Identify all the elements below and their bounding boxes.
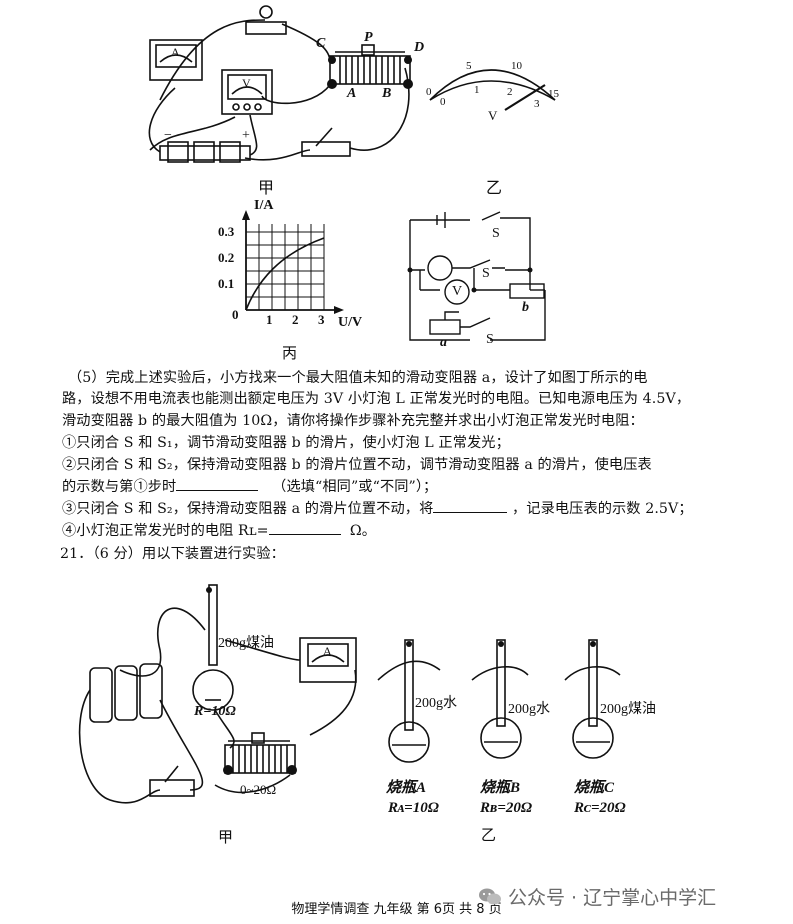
- q20-5-line2: 路，设想不用电流表也能测出额定电压为 3V 小灯泡 L 正常发光时的电阻。已知电…: [62, 391, 691, 407]
- graph-origin: 0: [232, 307, 239, 322]
- graph-ytick-0-3: 0.3: [218, 224, 235, 239]
- battery-plus: +: [242, 128, 250, 143]
- rheostat-b: B: [382, 86, 392, 101]
- graph-xtick-1: 1: [266, 312, 273, 327]
- fig-yi-caption-top: 乙: [486, 180, 503, 197]
- graph-ytick-0-2: 0.2: [218, 250, 235, 265]
- fig-jia-caption-bottom: 甲: [218, 830, 234, 846]
- graph-xtick-2: 2: [292, 312, 299, 327]
- ding-s-bot: S: [486, 332, 494, 347]
- q20-5-step2b-pre: 的示数与第①步时: [62, 479, 177, 495]
- dial-top-0: 0: [426, 86, 432, 98]
- flask-b-liquid: 200g水: [508, 702, 550, 717]
- page-footer: 物理学情调查 九年级 第 6页 共 8 页: [291, 902, 502, 917]
- ding-s-mid: S: [482, 266, 490, 281]
- dial-bot-3: 3: [534, 98, 540, 110]
- graph-xtick-3: 3: [318, 312, 325, 327]
- rheostat-p: P: [364, 30, 373, 45]
- dial-top-10: 10: [511, 60, 522, 72]
- graph-ylabel: I/A: [254, 198, 274, 213]
- q20-5-step3: ③只闭合 S 和 S₂，保持滑动变阻器 a 的滑片位置不动，将 ，记录电压表的示…: [62, 499, 752, 521]
- q20-5-line1: （5）完成上述实验后，小方找来一个最大阻值未知的滑动变阻器 a，设计了如图丁所示…: [68, 370, 648, 386]
- rheostat-d: D: [414, 40, 425, 55]
- flask-c-resistance: Rᴄ=20Ω: [574, 800, 626, 816]
- dial-top-15: 15: [548, 88, 559, 100]
- flask-a-name: 烧瓶A: [386, 780, 427, 796]
- graph-ytick-0-1: 0.1: [218, 276, 235, 291]
- dial-bot-2: 2: [507, 86, 513, 98]
- fig-bing-caption: 丙: [282, 346, 298, 362]
- flask-a-resistance: Rᴀ=10Ω: [388, 800, 439, 816]
- flask-b-name: 烧瓶B: [480, 780, 521, 796]
- flask-c-name: 烧瓶C: [574, 780, 615, 796]
- flask-c-liquid: 200g煤油: [600, 702, 656, 717]
- q20-5-step3-pre: ③只闭合 S 和 S₂，保持滑动变阻器 a 的滑片位置不动，将: [62, 501, 434, 517]
- meter-a-label: A: [171, 45, 180, 59]
- q20-5-step2a: ②只闭合 S 和 S₂，保持滑动变阻器 b 的滑片位置不动，调节滑动变阻器 a …: [62, 457, 652, 473]
- bottom-rheostat-range: 0~20Ω: [240, 782, 277, 797]
- dial-top-5: 5: [466, 60, 472, 72]
- q20-5-step2b: 的示数与第①步时 （选填“相同”或“不同”）；: [62, 477, 752, 499]
- ding-voltmeter: V: [452, 284, 463, 299]
- q20-5-step3-post: ，记录电压表的示数 2.5V；: [512, 501, 693, 517]
- dial-bot-0: 0: [440, 96, 446, 108]
- flask-main-resistance: R=10Ω: [194, 704, 236, 719]
- ding-a: a: [440, 335, 447, 350]
- rheostat-c: C: [316, 36, 326, 51]
- dial-bot-1: 1: [474, 84, 480, 96]
- watermark: 公众号 · 辽宁掌心中学汇: [478, 883, 716, 910]
- q20-5-step2b-post: （选填“相同”或“不同”）；: [272, 479, 438, 495]
- q21-title: 21．（6 分）用以下装置进行实验：: [60, 546, 285, 562]
- dial-unit: V: [488, 108, 498, 123]
- flask-a-liquid: 200g水: [415, 696, 457, 711]
- fig-jia-caption-top: 甲: [258, 180, 275, 197]
- flask-b-resistance: Rʙ=20Ω: [480, 800, 533, 816]
- watermark-text: 公众号 · 辽宁掌心中学汇: [508, 887, 717, 909]
- q20-5-line3: 滑动变阻器 b 的最大阻值为 10Ω，请你将操作步骤补充完整并求出小灯泡正常发光…: [62, 413, 644, 429]
- flask-main-liquid: 200g煤油: [218, 636, 274, 651]
- answer-blank-2[interactable]: [433, 512, 508, 513]
- ding-s-top: S: [492, 226, 500, 241]
- answer-blank-1[interactable]: [176, 490, 259, 491]
- q20-5-step4: ④小灯泡正常发光时的电阻 Rʟ= Ω。: [62, 521, 752, 543]
- meter-v-label: V: [242, 76, 251, 90]
- rheostat-a: A: [347, 86, 357, 101]
- bottom-ammeter-label: A: [323, 644, 332, 658]
- q20-5-step4-pre: ④小灯泡正常发光时的电阻 Rʟ=: [62, 523, 269, 539]
- graph-xlabel: U/V: [338, 315, 363, 330]
- battery-minus: −: [164, 128, 172, 143]
- fig-yi-caption-bottom: 乙: [481, 828, 497, 844]
- q20-5-step1: ①只闭合 S 和 S₁，调节滑动变阻器 b 的滑片，使小灯泡 L 正常发光；: [62, 435, 510, 451]
- answer-blank-3[interactable]: [268, 534, 341, 535]
- q20-5-step4-post: Ω。: [349, 523, 377, 539]
- ding-b: b: [522, 300, 529, 315]
- wechat-icon: [479, 888, 501, 904]
